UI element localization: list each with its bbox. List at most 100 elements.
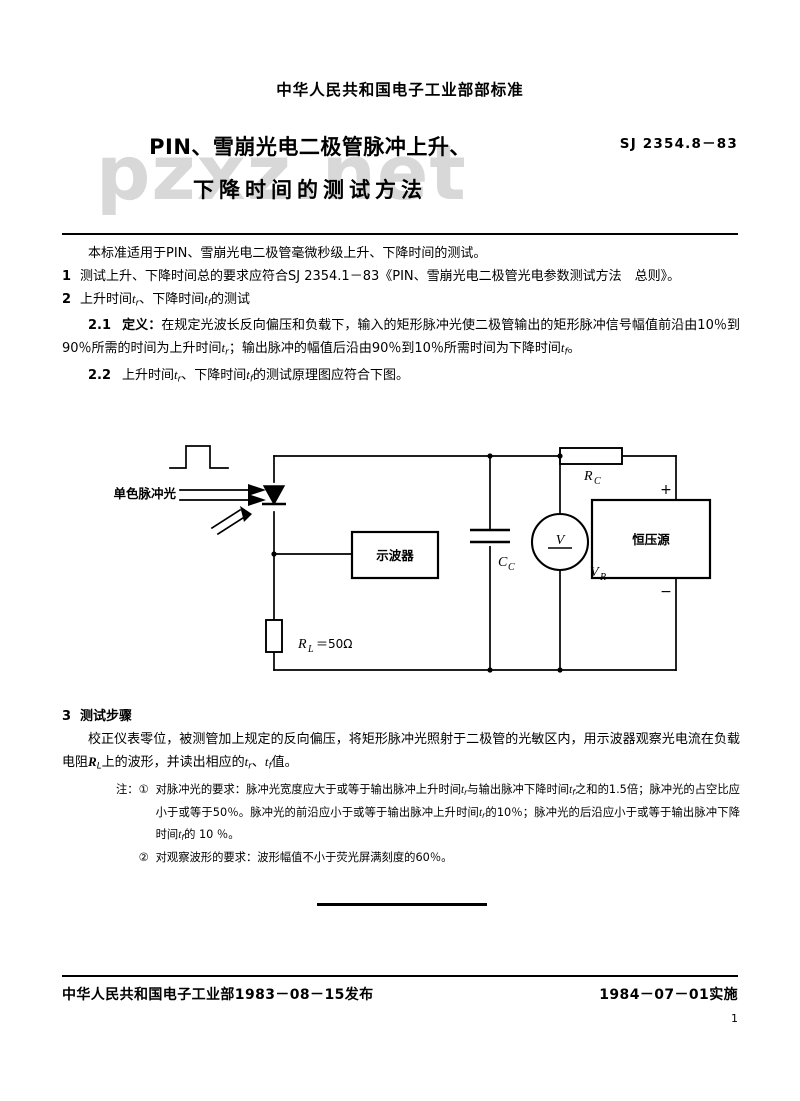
coupling-resistor-subscript: C bbox=[594, 476, 601, 487]
light-ray-line-4 bbox=[216, 514, 248, 536]
note-1-text: 对脉冲光的要求：脉冲光宽度应大于或等于输出脉冲上升时间tr与输出脉冲下降时间tf… bbox=[156, 780, 740, 848]
t-rise-symbol: t bbox=[221, 340, 226, 356]
t-rise-symbol: t bbox=[244, 754, 249, 769]
section-1-text: 测试上升、下降时间总的要求应符合SJ 2354.1－83《PIN、雪崩光电二极管… bbox=[80, 268, 681, 284]
oscilloscope-box bbox=[350, 530, 440, 580]
footer-divider bbox=[62, 975, 738, 978]
t-fall-symbol: t bbox=[246, 367, 250, 383]
section-2-text-c: 的测试 bbox=[211, 292, 251, 307]
coupling-resistor-symbol bbox=[559, 447, 623, 465]
note-1-text-c: 之和的1.5倍；脉冲光的占空比应小于或等于50％。脉冲光的前沿应小于或等于输出脉… bbox=[155, 782, 740, 819]
load-resistor-label: R L ＝50Ω bbox=[297, 637, 352, 655]
title-line-1: PIN、雪崩光电二极管脉冲上升、 bbox=[149, 135, 471, 159]
t-fall-subscript: f bbox=[564, 347, 568, 358]
notes-label: 注： bbox=[116, 782, 139, 796]
t-fall-symbol: t bbox=[569, 783, 573, 796]
light-arrowhead-2 bbox=[248, 494, 266, 506]
input-pulse-waveform bbox=[169, 445, 229, 469]
section-3-text-c: 、 bbox=[251, 755, 265, 770]
note-item-1: 注： ① 对脉冲光的要求：脉冲光宽度应大于或等于输出脉冲上升时间tr与输出脉冲下… bbox=[62, 780, 740, 848]
note-2-marker: ② bbox=[138, 850, 149, 864]
voltage-source-label: 恒压源 bbox=[632, 532, 670, 547]
test-circuit-diagram: 单色脉冲光 示波器 恒压源 + − R L ＝50Ω C C bbox=[62, 430, 740, 690]
junction-dot-oscilloscope bbox=[271, 551, 277, 557]
t-fall-symbol: t bbox=[560, 340, 565, 356]
light-arrowheads bbox=[240, 484, 266, 522]
section-3-number: 3 bbox=[62, 709, 72, 724]
document-footer: 中华人民共和国电子工业部1983－08－15发布 1984－07－01实施 bbox=[62, 984, 738, 1004]
light-arrowhead-3 bbox=[240, 506, 252, 522]
load-resistor-symbol bbox=[265, 619, 283, 653]
section-2-1-text-b: ；输出脉冲的幅值后沿由90％到10％所需时间为下降时间 bbox=[228, 341, 561, 357]
standard-number: SJ 2354.8－83 bbox=[619, 136, 738, 152]
source-negative-terminal: − bbox=[660, 584, 672, 600]
section-3-paragraph: 校正仪表零位，被测管加上规定的反向偏压，将矩形脉冲光照射于二极管的光敏区内，用示… bbox=[62, 729, 740, 778]
junction-dot-voltmeter-top bbox=[557, 453, 563, 459]
section-3-text-a: 校正仪表零位，被测管加上规定的反向偏压，将矩形脉冲光照射于二极管的光敏区内，用示… bbox=[62, 731, 740, 771]
t-fall-symbol: t bbox=[264, 754, 269, 769]
light-arrowhead-1 bbox=[248, 484, 266, 496]
t-rise-subscript: r bbox=[482, 810, 486, 820]
section-2-text-a: 上升时间 bbox=[80, 292, 133, 307]
voltmeter-label-letter: V bbox=[590, 565, 600, 580]
t-fall-symbol: t bbox=[204, 291, 208, 306]
section-2-2-text-c: 的测试原理图应符合下图。 bbox=[253, 368, 410, 384]
voltmeter-reading-label: V R bbox=[590, 565, 606, 583]
t-rise-subscript: r bbox=[464, 788, 468, 798]
junction-dot-voltmeter-bottom bbox=[557, 667, 563, 673]
capacitor-subscript: C bbox=[508, 562, 515, 573]
photodiode-symbol bbox=[262, 485, 286, 506]
t-fall-subscript: f bbox=[181, 833, 185, 843]
capacitor-letter: C bbox=[498, 555, 508, 570]
section-2-2-text-a: 上升时间 bbox=[122, 368, 175, 384]
issue-statement: 中华人民共和国电子工业部1983－08－15发布 bbox=[62, 987, 374, 1003]
note-2-text: 对观察波形的要求：波形幅值不小于荧光屏满刻度的60％。 bbox=[155, 850, 453, 864]
t-rise-subscript: r bbox=[135, 298, 140, 309]
t-rise-subscript: r bbox=[177, 374, 182, 385]
document-title: PIN、雪崩光电二极管脉冲上升、 下降时间的测试方法 bbox=[100, 126, 520, 212]
note-item-2: 注： ② 对观察波形的要求：波形幅值不小于荧光屏满刻度的60％。 bbox=[62, 848, 740, 868]
light-ray-line-3 bbox=[210, 508, 242, 530]
scope-paragraph: 本标准适用于PIN、雪崩光电二极管毫微秒级上升、下降时间的测试。 bbox=[88, 246, 487, 261]
header-divider bbox=[62, 233, 738, 236]
section-3-text-d: 值。 bbox=[271, 755, 298, 770]
t-rise-symbol: t bbox=[174, 367, 178, 383]
voltmeter-label-subscript: R bbox=[599, 572, 606, 583]
page-number: 1 bbox=[731, 1012, 738, 1025]
section-3-title: 测试步骤 bbox=[80, 709, 133, 724]
capacitor-label: C C bbox=[498, 555, 515, 573]
constant-voltage-source-box bbox=[590, 498, 712, 580]
section-3-heading: 3 测试步骤 bbox=[62, 706, 740, 729]
oscilloscope-label: 示波器 bbox=[375, 548, 414, 563]
watermark-text: pzxz.net bbox=[96, 128, 467, 217]
t-rise-subscript: r bbox=[248, 761, 252, 772]
note-1-text-d: 的10％；脉冲光的后沿应小于或等于输出脉冲下降时间 bbox=[155, 805, 740, 842]
voltmeter-symbol-letter: V bbox=[556, 533, 566, 548]
load-resistor-inline: R bbox=[88, 754, 97, 769]
light-source-label: 单色脉冲光 bbox=[113, 486, 176, 501]
section-2-text-b: 、下降时间 bbox=[139, 292, 205, 307]
definition-label: 定义： bbox=[122, 317, 162, 333]
coupling-resistor-label: R C bbox=[583, 469, 601, 487]
t-rise-symbol: t bbox=[132, 291, 136, 306]
notes-block: 注： ① 对脉冲光的要求：脉冲光宽度应大于或等于输出脉冲上升时间tr与输出脉冲下… bbox=[62, 780, 740, 867]
source-positive-terminal: + bbox=[660, 482, 672, 498]
effective-statement: 1984－07－01实施 bbox=[599, 987, 738, 1003]
section-3-text-b: 上的波形，并读出相应的 bbox=[101, 755, 245, 770]
t-rise-symbol: t bbox=[461, 783, 465, 796]
junction-dot-capacitor-bottom bbox=[487, 667, 493, 673]
t-fall-subscript: f bbox=[572, 788, 575, 798]
title-line-2: 下降时间的测试方法 bbox=[193, 178, 427, 202]
load-resistor-value: ＝50Ω bbox=[316, 637, 352, 651]
ministry-heading: 中华人民共和国电子工业部部标准 bbox=[276, 81, 524, 99]
note-1-text-a: 对脉冲光的要求：脉冲光宽度应大于或等于输出脉冲上升时间 bbox=[155, 782, 461, 796]
coupling-resistor-letter: R bbox=[583, 469, 593, 484]
section-2-number: 2 bbox=[62, 292, 72, 307]
note-1-text-b: 与输出脉冲下降时间 bbox=[467, 782, 570, 796]
circuit-junction-dots bbox=[271, 453, 563, 673]
t-rise-symbol: t bbox=[478, 806, 483, 819]
t-rise-subscript: r bbox=[225, 347, 229, 358]
